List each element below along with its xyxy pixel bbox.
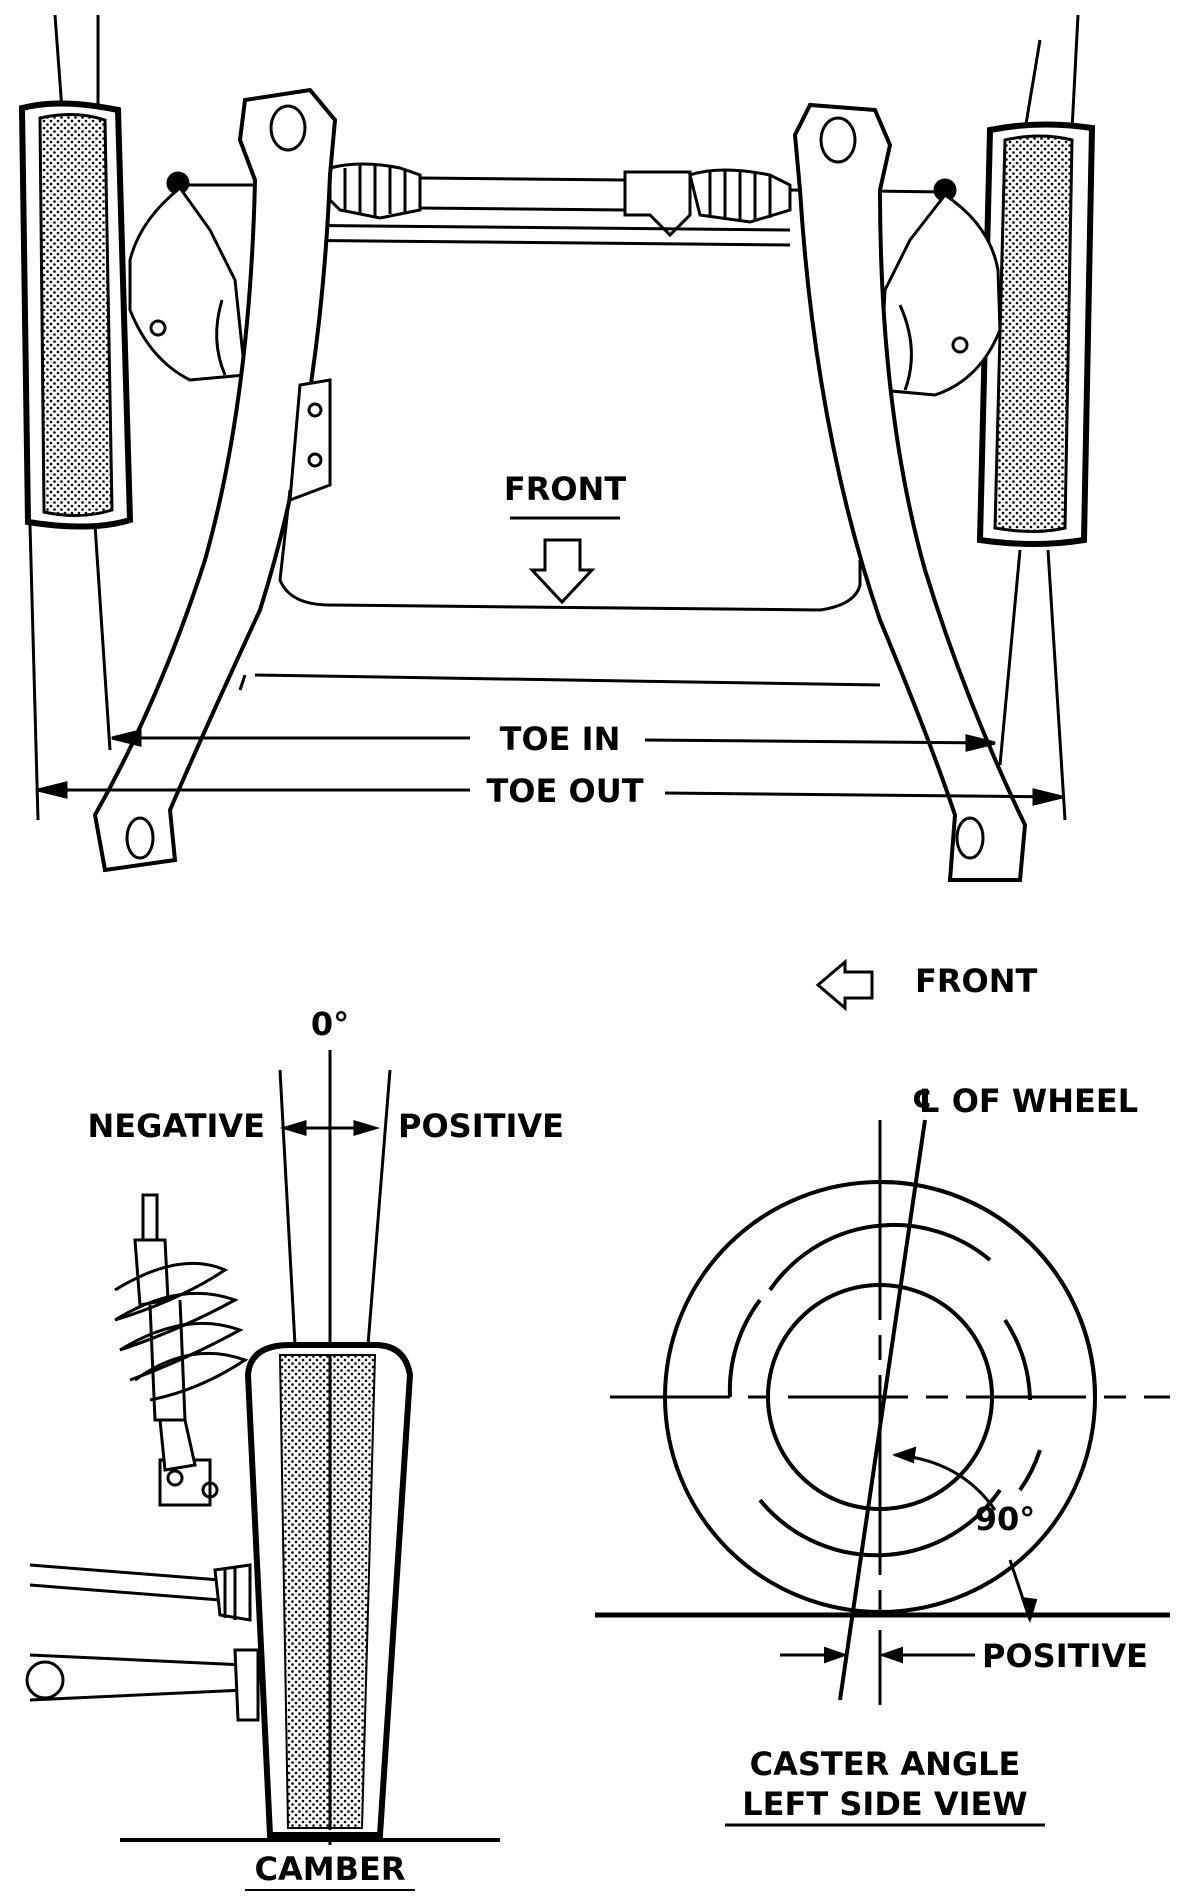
front-label-right: FRONT: [915, 962, 1037, 1000]
left-side-view-label: LEFT SIDE VIEW: [742, 1785, 1027, 1823]
camber-tire: [244, 1342, 414, 1838]
negative-label: NEGATIVE: [87, 1107, 265, 1145]
camber-label: CAMBER: [255, 1850, 406, 1888]
toe-diagram: [18, 14, 1096, 882]
right-control-arm: [792, 102, 1028, 882]
toe-in-label: TOE IN: [500, 720, 621, 758]
ninety-degree-label: 90°: [975, 1500, 1036, 1538]
toe-out-dimension: [37, 781, 1063, 806]
positive-caster-label: POSITIVE: [982, 1637, 1148, 1675]
strut-assembly: [114, 1193, 249, 1507]
caster-angle-label: CASTER ANGLE: [750, 1745, 1021, 1783]
right-tire: [976, 121, 1096, 547]
front-label-top: FRONT: [504, 470, 626, 508]
zero-degree-label: 0°: [311, 1005, 349, 1043]
left-control-arm: [92, 87, 338, 873]
camber-arrows: [279, 1119, 381, 1137]
lower-arm: [25, 1648, 260, 1722]
front-arrow-icon: [815, 958, 874, 1012]
steering-rack: [166, 162, 957, 247]
caster-positive-dimension: [780, 1646, 975, 1664]
caster-diagram: [595, 958, 1170, 1827]
positive-camber-label: POSITIVE: [398, 1107, 564, 1145]
toe-in-dimension: [111, 729, 996, 752]
steering-axis-line: [838, 1119, 927, 1701]
drive-shaft: [29, 1563, 252, 1622]
left-tire: [18, 100, 134, 530]
toe-out-label: TOE OUT: [486, 772, 643, 810]
cl-of-wheel-label: ℄ OF WHEEL: [912, 1082, 1138, 1120]
camber-diagram: [25, 1050, 500, 1891]
